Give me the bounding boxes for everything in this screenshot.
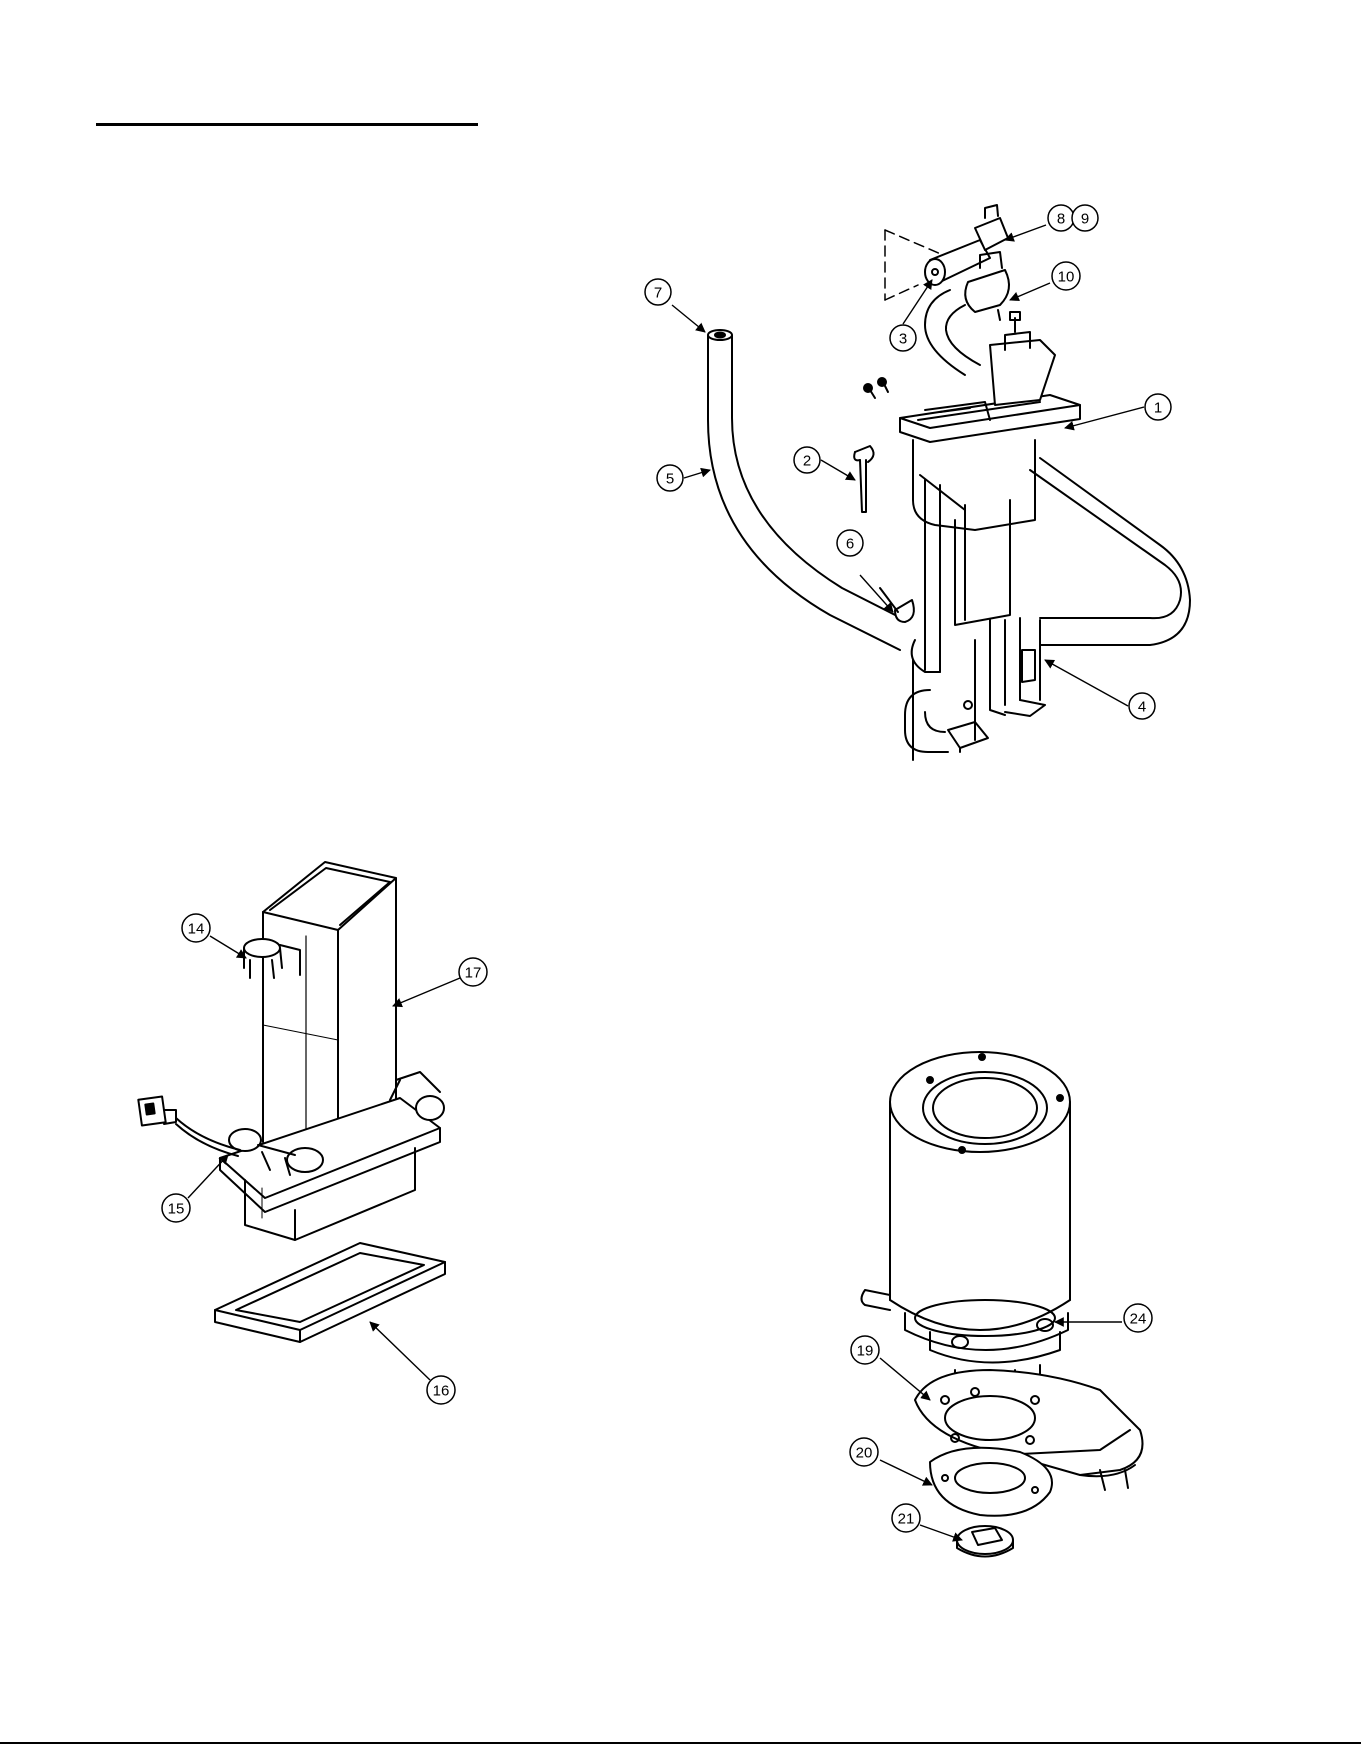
- callout-20: 20: [850, 1438, 878, 1466]
- curved-wand-tube: [708, 330, 905, 650]
- svg-text:2: 2: [803, 453, 811, 470]
- callout-16: 16: [427, 1376, 455, 1404]
- svg-text:24: 24: [1130, 1311, 1147, 1328]
- svg-text:9: 9: [1081, 211, 1089, 228]
- leader-lines: [188, 225, 1144, 1540]
- callout-1: 1: [1145, 394, 1171, 420]
- callout-24: 24: [1124, 1304, 1152, 1332]
- callout-7: 7: [645, 279, 671, 305]
- motor-can: [890, 1052, 1070, 1330]
- side-clip: [244, 939, 300, 978]
- svg-text:3: 3: [899, 331, 907, 348]
- callout-4: 4: [1129, 693, 1155, 719]
- callout-15: 15: [162, 1194, 190, 1222]
- svg-text:16: 16: [433, 1383, 450, 1400]
- svg-text:20: 20: [856, 1445, 873, 1462]
- end-cap: [957, 1526, 1013, 1557]
- svg-text:1: 1: [1154, 400, 1162, 417]
- callout-8: 8: [1048, 205, 1074, 231]
- float-stem: [854, 446, 873, 512]
- gasket-frame: [215, 1243, 445, 1342]
- svg-text:14: 14: [188, 921, 205, 938]
- motor-assembly-drawing: [862, 1052, 1143, 1557]
- svg-text:19: 19: [857, 1343, 874, 1360]
- clamp: [880, 588, 914, 622]
- callout-2: 2: [794, 447, 820, 473]
- connector-wire: [138, 1096, 240, 1156]
- svg-text:6: 6: [846, 536, 854, 553]
- svg-text:8: 8: [1057, 211, 1065, 228]
- svg-text:17: 17: [465, 965, 482, 982]
- svg-text:21: 21: [898, 1511, 915, 1528]
- callout-5: 5: [657, 465, 683, 491]
- valve-assembly: [885, 205, 1009, 320]
- screws: [864, 378, 888, 398]
- base-tray: [220, 1098, 440, 1240]
- callout-3: 3: [890, 325, 916, 351]
- frame-tube-loop: [1020, 458, 1190, 700]
- tube-assembly-drawing: [708, 205, 1190, 760]
- lower-elbows: [905, 640, 948, 760]
- svg-text:7: 7: [654, 285, 662, 302]
- callout-10: 10: [1052, 262, 1080, 290]
- svg-text:10: 10: [1058, 269, 1075, 286]
- svg-text:5: 5: [666, 471, 674, 488]
- callout-9: 9: [1072, 205, 1098, 231]
- callout-14: 14: [182, 914, 210, 942]
- callout-21: 21: [892, 1504, 920, 1532]
- callout-6: 6: [837, 530, 863, 556]
- callout-17: 17: [459, 958, 487, 986]
- svg-text:15: 15: [168, 1201, 185, 1218]
- svg-text:4: 4: [1138, 699, 1146, 716]
- callout-19: 19: [851, 1336, 879, 1364]
